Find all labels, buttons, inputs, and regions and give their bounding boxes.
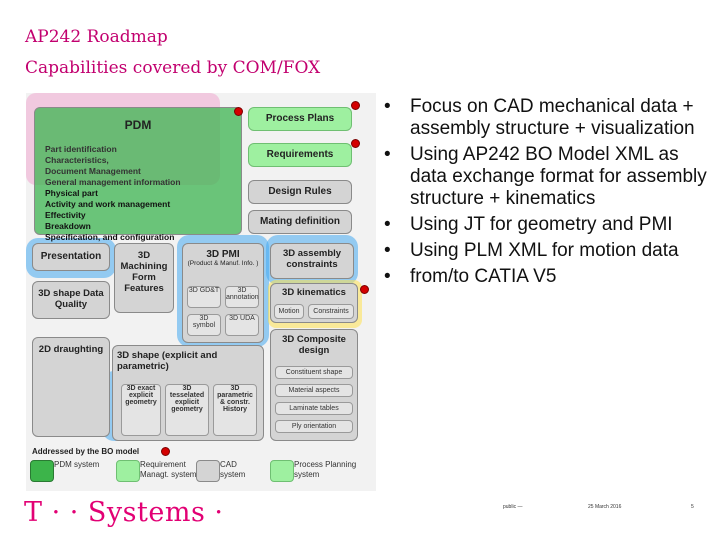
composite-box: 3D Composite design Constituent shape Ma… xyxy=(270,329,358,441)
pdm-items: Part identification Characteristics, Doc… xyxy=(45,144,181,243)
footer-page-number: 5 xyxy=(691,504,694,510)
pdm-item: Specification, and configuration xyxy=(45,232,175,242)
requirements-box: Requirements xyxy=(248,143,352,167)
shape3d-title: 3D shape (explicit and parametric) xyxy=(117,350,218,372)
pmi-annotation: 3D annotation xyxy=(225,286,259,308)
slide-title-line-2: Capabilities covered by COM/FOX xyxy=(25,58,321,78)
pdm-item: Activity and work management xyxy=(45,199,171,209)
t-systems-logo: T · · Systems · xyxy=(24,497,224,528)
pmi-gdt: 3D GD&T xyxy=(187,286,221,308)
kinematics-motion: Motion xyxy=(274,304,304,319)
pdm-item: Characteristics, xyxy=(45,155,109,165)
pmi-title: 3D PMI xyxy=(206,249,240,260)
bullet-item: Using AP242 BO Model XML as data exchang… xyxy=(382,144,717,210)
shape-sub: 3D parametric & constr. History xyxy=(213,384,257,436)
kinematics-constraints: Constraints xyxy=(308,304,354,319)
machining-box: 3D Machining Form Features xyxy=(114,243,174,313)
legend-label-requirement: Requirement Managt. system xyxy=(140,460,197,479)
red-dot-marker xyxy=(360,285,369,294)
composite-sub: Laminate tables xyxy=(275,402,353,415)
bullet-item: from/to CATIA V5 xyxy=(382,266,717,288)
bullet-list: Focus on CAD mechanical data + assembly … xyxy=(382,96,717,292)
bullet-item: Using JT for geometry and PMI xyxy=(382,214,717,236)
bullet-item: Focus on CAD mechanical data + assembly … xyxy=(382,96,717,140)
pmi-symbol: 3D symbol xyxy=(187,314,221,336)
pdm-item: Breakdown xyxy=(45,221,91,231)
red-dot-marker xyxy=(351,101,360,110)
shape-sub: 3D exact explicit geometry xyxy=(121,384,161,436)
pdm-title: PDM xyxy=(124,118,152,132)
mating-definition-box: Mating definition xyxy=(248,210,352,234)
legend-swatch-pdm xyxy=(30,460,54,482)
legend-label-cad: CAD system xyxy=(220,460,246,479)
composite-sub: Ply orientation xyxy=(275,420,353,433)
shape-quality-box: 3D shape Data Quality xyxy=(32,281,110,319)
composite-title: 3D Composite design xyxy=(282,334,346,356)
pdm-item: Physical part xyxy=(45,188,98,198)
legend-label-process-planning: Process Planning system xyxy=(294,460,357,479)
legend-label-pdm: PDM system xyxy=(54,460,100,469)
bullet-item: Using PLM XML for motion data xyxy=(382,240,717,262)
red-dot-marker xyxy=(161,447,170,456)
assembly-constraints-box: 3D assembly constraints xyxy=(270,243,354,279)
presentation-box: Presentation xyxy=(32,243,110,271)
slide-title-line-1: AP242 Roadmap xyxy=(25,27,168,47)
legend-swatch-requirement xyxy=(116,460,140,482)
legend-swatch-cad xyxy=(196,460,220,482)
shape3d-box: 3D shape (explicit and parametric) 3D ex… xyxy=(112,345,264,441)
legend-swatch-process-planning xyxy=(270,460,294,482)
capabilities-diagram: PDM Part identification Characteristics,… xyxy=(26,93,376,491)
shape-sub: 3D tesselated explicit geometry xyxy=(165,384,209,436)
pmi-box: 3D PMI (Product & Manuf. Info. ) 3D GD&T… xyxy=(182,243,264,343)
kinematics-title: 3D kinematics xyxy=(282,287,346,298)
pdm-item: Document Management xyxy=(45,166,141,176)
pdm-item: General management information xyxy=(45,177,181,187)
machining-label: 3D Machining Form Features xyxy=(120,250,168,294)
process-plans-box: Process Plans xyxy=(248,107,352,131)
footer-classification: public — xyxy=(503,504,523,510)
composite-sub: Constituent shape xyxy=(275,366,353,379)
pmi-uda: 3D UDA xyxy=(225,314,259,336)
footer-date: 25 March 2016 xyxy=(588,504,622,510)
pmi-subtitle: (Product & Manuf. Info. ) xyxy=(187,260,259,267)
addressed-label: Addressed by the BO model xyxy=(32,447,140,456)
kinematics-box: 3D kinematics Motion Constraints xyxy=(270,283,358,323)
pdm-item: Effectivity xyxy=(45,210,86,220)
drafting-box: 2D draughting xyxy=(32,337,110,437)
composite-sub: Material aspects xyxy=(275,384,353,397)
pdm-box: PDM Part identification Characteristics,… xyxy=(34,107,242,242)
design-rules-box: Design Rules xyxy=(248,180,352,204)
red-dot-marker xyxy=(351,139,360,148)
pdm-item: Part identification xyxy=(45,144,117,154)
red-dot-marker xyxy=(234,107,243,116)
